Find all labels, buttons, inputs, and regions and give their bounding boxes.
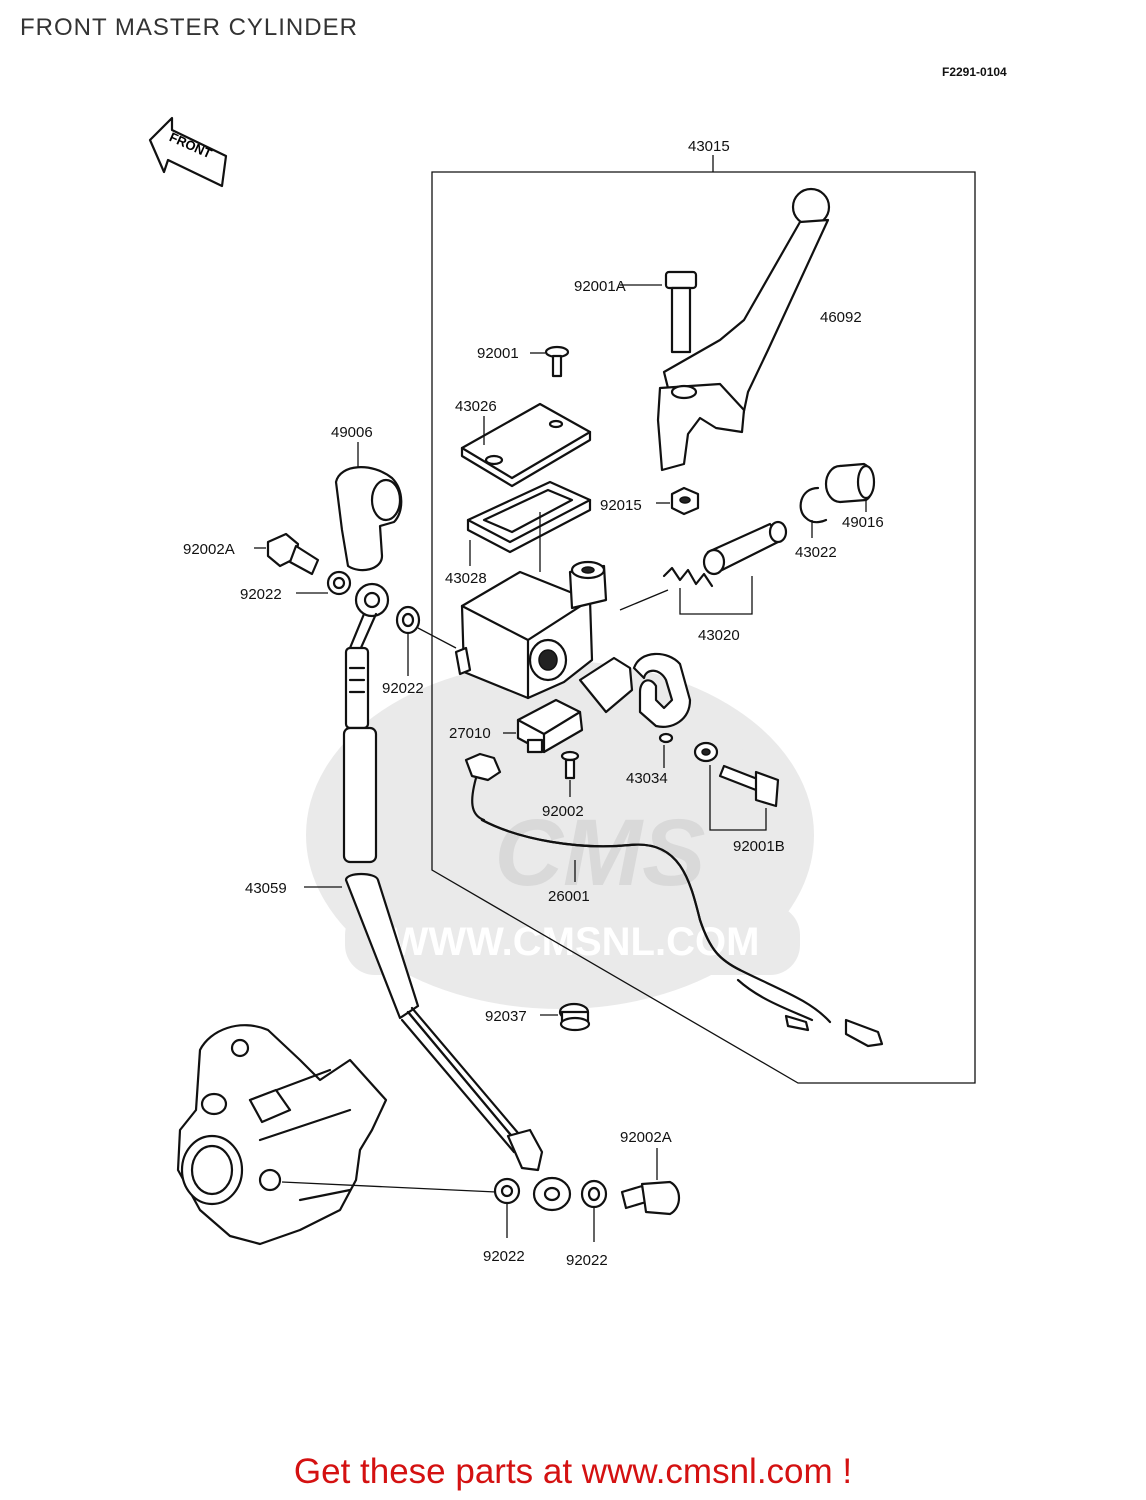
label-92022-c: 92022 (483, 1248, 525, 1265)
label-92022-b: 92022 (382, 680, 424, 697)
washer-top-left (296, 570, 352, 596)
diaphragm (466, 480, 592, 566)
label-92001: 92001 (477, 345, 519, 362)
label-43028: 43028 (445, 570, 487, 587)
label-43022: 43022 (795, 544, 837, 561)
footer-link[interactable]: Get these parts at www.cmsnl.com ! (293, 1452, 853, 1491)
label-43020: 43020 (698, 627, 740, 644)
label-92002A-top: 92002A (183, 541, 235, 558)
pivot-bolt (620, 270, 698, 354)
label-43015: 43015 (688, 138, 730, 155)
reservoir-cap (460, 402, 592, 488)
circlip (799, 486, 828, 538)
label-46092: 46092 (820, 309, 862, 326)
part-labels: 43015 92001A 46092 92001 43026 49006 920… (183, 138, 884, 1269)
washer-top-right (395, 605, 457, 676)
label-27010: 27010 (449, 725, 491, 742)
watermark-brand: CMS (494, 800, 705, 906)
label-92022-a: 92022 (240, 586, 282, 603)
banjo-cover (334, 442, 403, 572)
banjo-bolt-top (254, 532, 320, 576)
label-92002: 92002 (542, 803, 584, 820)
label-92037: 92037 (485, 1008, 527, 1025)
piston-spring (662, 520, 788, 615)
label-92015: 92015 (600, 497, 642, 514)
label-43026: 43026 (455, 398, 497, 415)
assembly-outline (431, 155, 976, 1084)
front-arrow-icon: FRONT (148, 116, 228, 188)
brake-hose (304, 582, 572, 1212)
master-cylinder-body (454, 512, 669, 714)
label-92001B: 92001B (733, 838, 785, 855)
clamp-bolt (693, 741, 780, 831)
label-92001A: 92001A (574, 278, 626, 295)
label-92022-d: 92022 (566, 1252, 608, 1269)
grommet (540, 1002, 591, 1032)
brake-caliper (176, 1024, 497, 1246)
switch-screw (560, 750, 580, 797)
label-43034: 43034 (626, 770, 668, 787)
label-49016: 49016 (842, 514, 884, 531)
diagram-code: F2291-0104 (942, 65, 1007, 79)
handlebar-clamp (632, 652, 692, 768)
washer-bottom-right (580, 1179, 608, 1242)
brake-lever (656, 187, 831, 472)
hex-nut (656, 486, 700, 516)
label-92002A-bottom: 92002A (620, 1129, 672, 1146)
label-26001: 26001 (548, 888, 590, 905)
watermark-url: WWW.CMSNL.COM (391, 920, 760, 964)
label-43059: 43059 (245, 880, 287, 897)
dust-boot (824, 462, 876, 512)
washer-bottom-left (493, 1177, 521, 1238)
cap-screw (530, 345, 570, 378)
label-49006: 49006 (331, 424, 373, 441)
banjo-bolt-bottom (620, 1148, 681, 1216)
brake-switch (503, 698, 584, 754)
wire-harness (464, 752, 884, 1048)
page-title: FRONT MASTER CYLINDER (20, 14, 358, 41)
